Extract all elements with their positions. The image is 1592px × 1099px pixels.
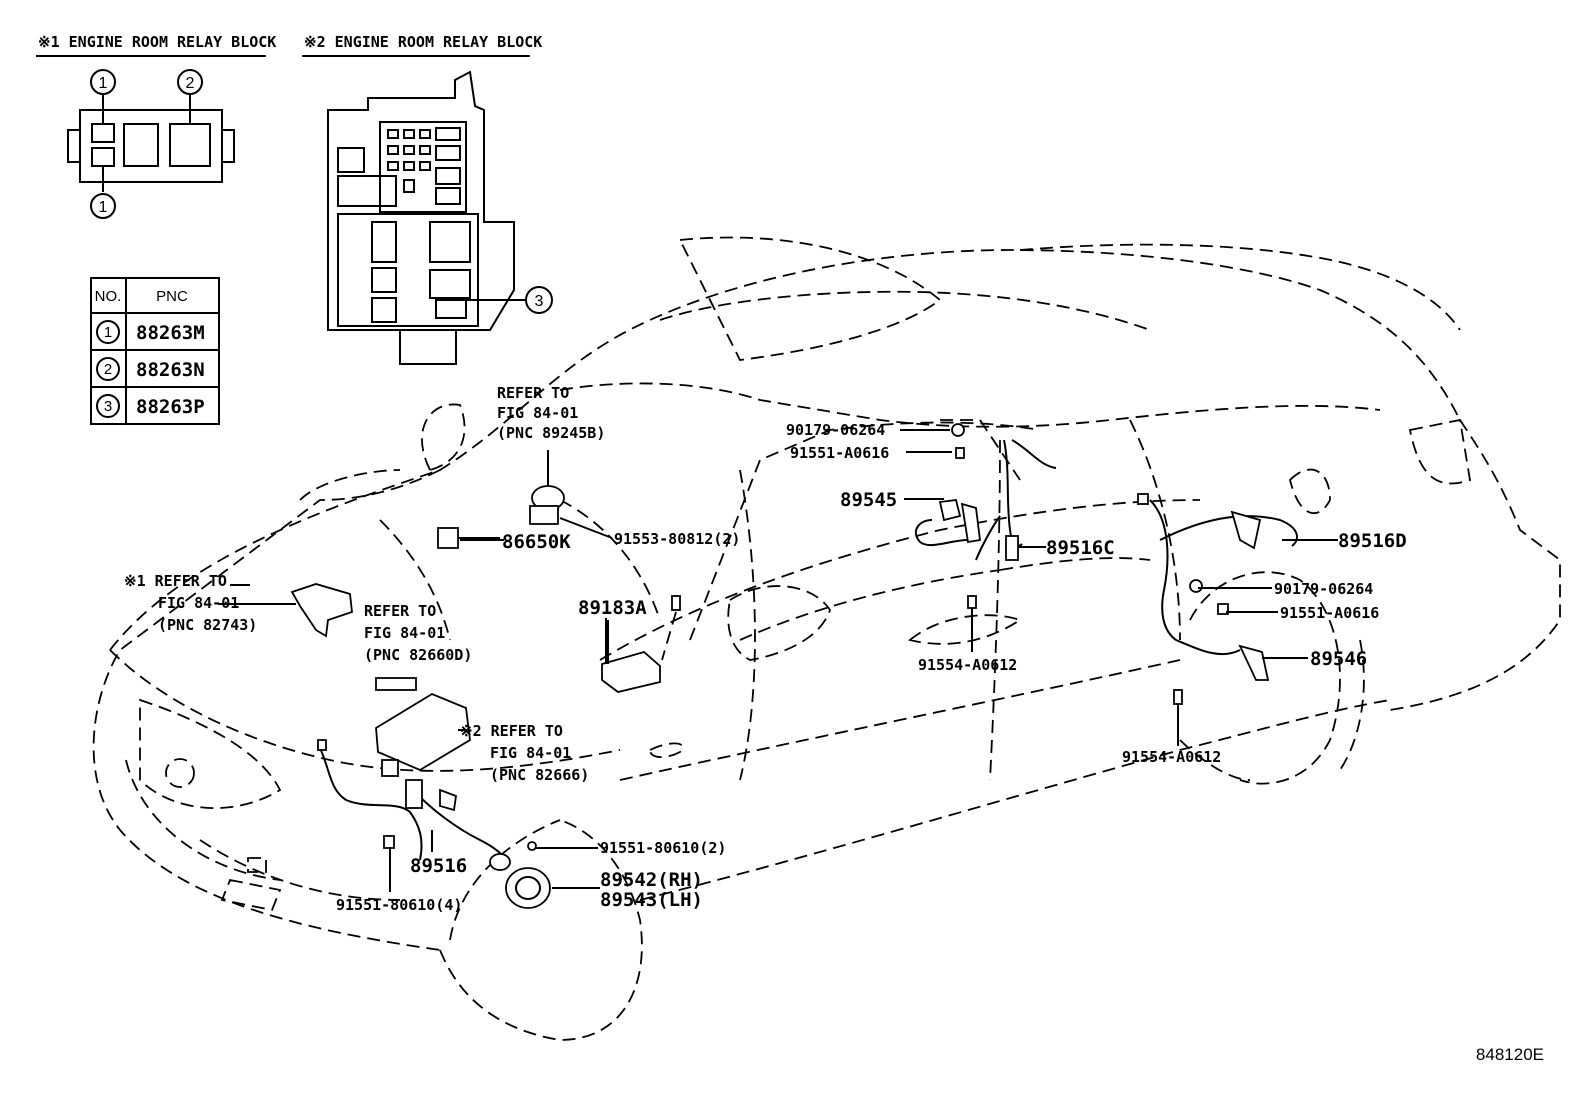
refer-82743-line3: (PNC 82743) xyxy=(158,616,257,634)
refer-89245b-line3: (PNC 89245B) xyxy=(497,424,605,442)
refer-89245b-line1: REFER TO xyxy=(497,384,569,402)
bracket-82743-icon xyxy=(290,583,353,638)
label-89545: 89545 xyxy=(840,489,897,511)
label-91551-a0616-b: 91551-A0616 xyxy=(1280,604,1379,622)
relay-block-1: ※1 ENGINE ROOM RELAY BLOCK 1 2 1 xyxy=(36,33,276,219)
refer-82743-line2: FIG 84-01 xyxy=(158,594,239,612)
refer-82666-line2: FIG 84-01 xyxy=(490,744,571,762)
label-91554-a0612-b: 91554-A0612 xyxy=(1122,748,1221,766)
label-91551-a0616-a: 91551-A0616 xyxy=(790,444,889,462)
pnc-row-1-no: 1 xyxy=(104,324,112,341)
relay-mark-3: 3 xyxy=(535,293,544,310)
figure-id: 848120E xyxy=(1476,1045,1544,1064)
pnc-row-1-pnc: 88263M xyxy=(136,322,205,344)
label-89183a: 89183A xyxy=(578,597,647,619)
label-89516d: 89516D xyxy=(1338,530,1407,552)
label-89516c: 89516C xyxy=(1046,537,1115,559)
speed-sensor-rotor-icon xyxy=(505,841,551,909)
refer-82666-line3: (PNC 82666) xyxy=(490,766,589,784)
label-89516: 89516 xyxy=(410,855,467,877)
label-89546: 89546 xyxy=(1310,648,1367,670)
front-abs-sensor-harness-icon xyxy=(317,739,511,871)
label-89543: 89543(LH) xyxy=(600,889,703,911)
callout-labels: REFER TO FIG 84-01 (PNC 89245B) 86650K 9… xyxy=(124,384,1407,914)
label-90179-06264-b: 90179-06264 xyxy=(1274,580,1373,598)
refer-82660d-line2: FIG 84-01 xyxy=(364,624,445,642)
pnc-row-2-no: 2 xyxy=(104,361,112,378)
refer-82660d-line1: REFER TO xyxy=(364,602,436,620)
control-unit-89183a-icon xyxy=(601,595,681,693)
refer-89245b-line2: FIG 84-01 xyxy=(497,404,578,422)
pnc-table-header-no: NO. xyxy=(95,288,122,305)
pnc-table: NO. PNC 1 2 3 88263M 88263N 88263P xyxy=(90,277,220,425)
relay-block-1-title: ※1 ENGINE ROOM RELAY BLOCK xyxy=(38,33,276,51)
relay-box-82660d-icon xyxy=(375,677,471,777)
label-90179-06264-a: 90179-06264 xyxy=(786,421,885,439)
parts xyxy=(290,423,1298,909)
vehicle-outline xyxy=(92,236,1561,1041)
relay-block-2-title: ※2 ENGINE ROOM RELAY BLOCK xyxy=(304,33,542,51)
refer-82660d-line3: (PNC 82660D) xyxy=(364,646,472,664)
leader-lines xyxy=(218,429,1338,892)
part-86650k-icon xyxy=(437,527,500,549)
pnc-row-3-pnc: 88263P xyxy=(136,396,205,418)
relay-mark-1-top: 1 xyxy=(99,75,108,92)
label-91553-80812: 91553-80812(2) xyxy=(614,530,740,548)
yaw-sensor-bracket-icon xyxy=(529,450,565,525)
rear-sensor-89545-icon xyxy=(914,423,1057,609)
label-89542: 89542(RH) xyxy=(600,869,703,891)
pnc-row-2-pnc: 88263N xyxy=(136,359,205,381)
pnc-row-3-no: 3 xyxy=(104,398,112,415)
relay-block-2-fuses xyxy=(387,127,461,205)
refer-82666-line1: ※2 REFER TO xyxy=(460,722,563,740)
pnc-table-header-pnc: PNC xyxy=(156,288,188,305)
label-86650k: 86650K xyxy=(502,531,571,553)
relay-block-2: ※2 ENGINE ROOM RELAY BLOCK 3 xyxy=(302,33,553,365)
label-91554-a0612-a: 91554-A0612 xyxy=(918,656,1017,674)
relay-mark-2: 2 xyxy=(186,75,195,92)
relay-mark-1-bottom: 1 xyxy=(99,199,108,216)
label-91551-80610-4: 91551-80610(4) xyxy=(336,896,462,914)
refer-82743-line1: ※1 REFER TO xyxy=(124,572,227,590)
rear-sensor-89546-icon xyxy=(1137,493,1298,705)
label-91551-80610-2: 91551-80610(2) xyxy=(600,839,726,857)
